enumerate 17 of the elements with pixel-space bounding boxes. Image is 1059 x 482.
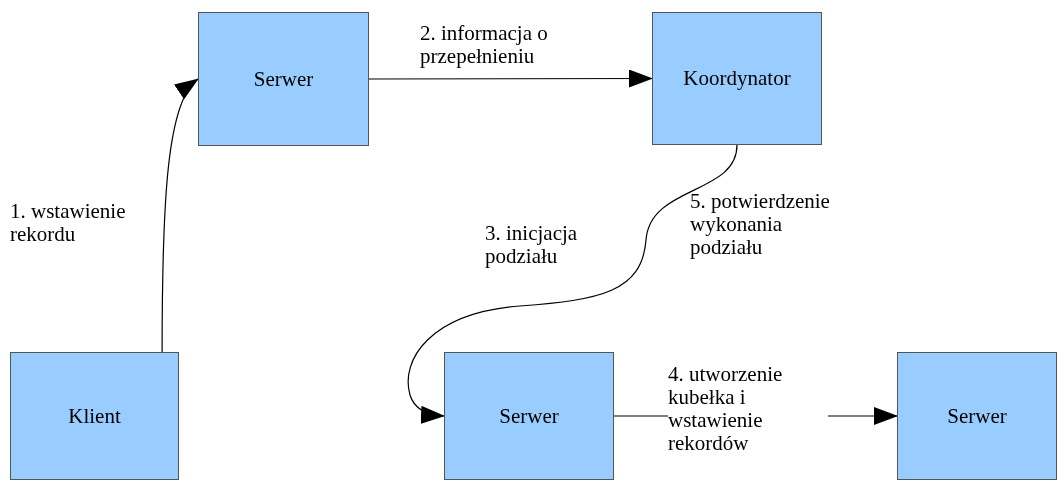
arrow <box>161 78 199 353</box>
process-box <box>10 352 179 480</box>
process-box <box>444 352 614 480</box>
process-box <box>897 352 1057 480</box>
note-text: 5. potwierdzenie wykonania podziału <box>690 190 831 259</box>
box-label: Serwer <box>499 403 559 429</box>
arrow <box>407 144 738 424</box>
process-box <box>652 12 822 145</box>
edge-label: 2. informacja o przepełnieniu <box>420 22 549 68</box>
box-label: Koordynator <box>683 66 791 91</box>
box-label: Serwer <box>253 66 314 92</box>
arrow <box>368 69 653 88</box>
box-label: Klient <box>68 403 121 429</box>
box-label: Serwer <box>947 403 1007 429</box>
edge-label: 3. inicjacja podziału <box>485 222 579 268</box>
edge-label: 1. wstawienie rekordu <box>10 200 127 246</box>
process-box <box>198 12 369 146</box>
